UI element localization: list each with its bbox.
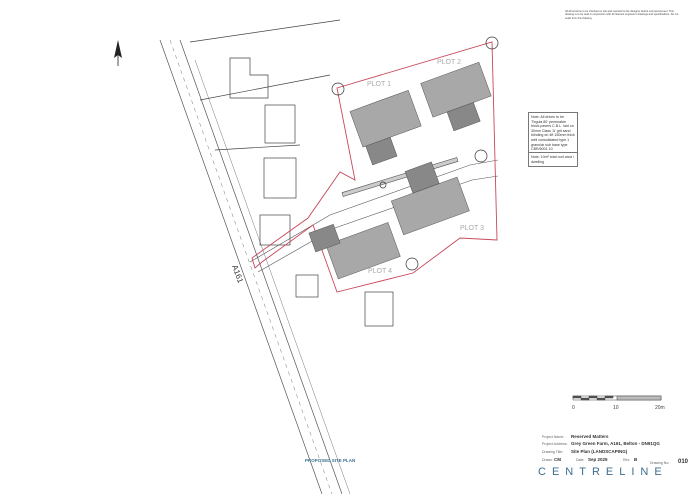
tree-icons — [331, 36, 499, 271]
site-boundary — [251, 41, 498, 293]
drawing-title-label: Drawing Title: — [542, 450, 564, 454]
drawing-no: 010 — [678, 459, 689, 465]
scale-bar — [572, 395, 662, 401]
plot-1-label: PLOT 1 — [367, 81, 391, 88]
drawing-no-label: Drawing No: — [650, 461, 670, 465]
project-name-label: Project Name: — [542, 435, 565, 439]
plot-3-house — [390, 161, 470, 236]
house-roofs — [308, 61, 492, 280]
date-label: Date: — [576, 458, 585, 462]
scale-tick-0: 0 — [572, 405, 575, 411]
rev: B — [634, 457, 638, 462]
neighbouring-buildings — [189, 19, 394, 327]
road-a161 — [159, 39, 351, 494]
plot-1-house — [349, 89, 422, 166]
drives-note: Note: All drives to be 'Tegula 80' perme… — [528, 112, 578, 155]
scale-tick-10: 10 — [613, 405, 619, 411]
drawing-caption: PROPOSED SITE PLAN — [305, 458, 356, 463]
project-name: Reserved Matters — [571, 434, 609, 439]
roof-area-note: Note: 10m² total roof area / dwelling — [528, 152, 578, 168]
date: Sep 2025 — [588, 457, 608, 462]
plot-2-house — [420, 61, 492, 132]
project-address-label: Project Address: — [542, 442, 568, 446]
plot-2-label: PLOT 2 — [437, 59, 461, 66]
road-label: A161 — [230, 264, 245, 285]
scale-tick-20: 20m — [655, 405, 665, 411]
north-arrow-icon — [114, 40, 122, 66]
plot-3-label: PLOT 3 — [460, 225, 484, 232]
plot-4-label: PLOT 4 — [368, 268, 392, 275]
drawing-title: Site Plan (LANDSCAPING) — [571, 449, 628, 454]
drawn-label: Drawn: — [542, 458, 554, 462]
drawn: CM — [554, 457, 561, 462]
project-address: Grey Green Farm, A161, Belton - DN91QG — [571, 441, 660, 446]
plot-4-house — [308, 222, 401, 280]
centreline-logo: CENTRELINE — [538, 466, 668, 478]
general-notes: All dimensions to be checked on site and… — [565, 10, 679, 20]
rev-label: Rev: — [623, 458, 631, 462]
